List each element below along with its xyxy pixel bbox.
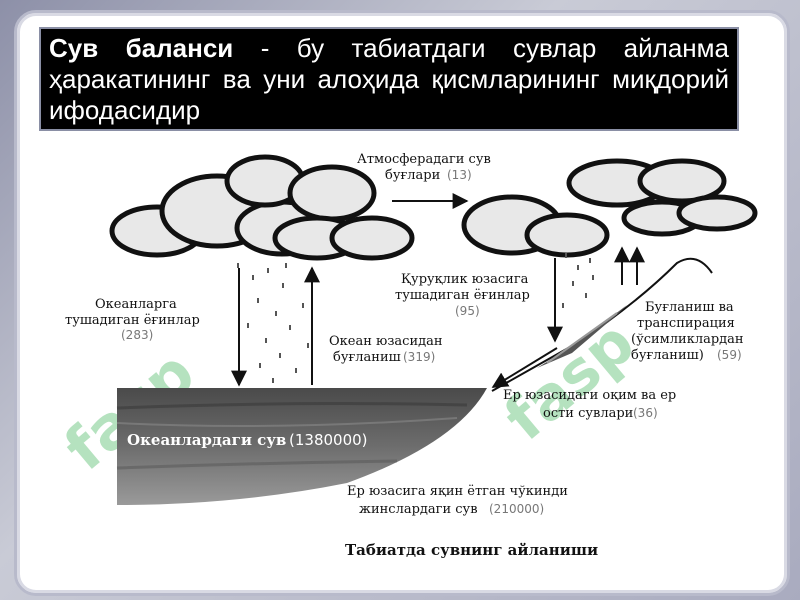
- surface-runoff-line1: Ер юзасидаги оқим ва ер: [503, 388, 676, 403]
- ocean-body: [117, 388, 487, 505]
- land-precip-line1: Қуруқлик юзасига: [401, 272, 529, 287]
- cloud-left-icon: [109, 154, 415, 261]
- groundwater-line2: жинслардаги сув: [359, 502, 478, 517]
- water-cycle-diagram: fasp fasp: [52, 152, 758, 559]
- atmosphere-vapor-line2: буғлари: [385, 168, 440, 183]
- ocean-precip-line1: Океанларга: [95, 297, 177, 312]
- evapotranspiration-line4: буғланиш): [631, 348, 704, 363]
- evapotranspiration-value: (59): [717, 348, 742, 362]
- rain-right: [562, 253, 594, 308]
- surface-runoff-line2: ости сувлари: [543, 406, 633, 421]
- ocean-evap-line2: буғланиш: [333, 350, 401, 365]
- atmosphere-vapor-line1: Атмосферадаги сув: [357, 152, 491, 167]
- ocean-precip-line2: тушадиган ёғинлар: [65, 313, 200, 328]
- ocean-precip-value: (283): [121, 328, 153, 342]
- land-precip-value: (95): [455, 304, 480, 318]
- atmosphere-vapor-value: (13): [447, 168, 472, 182]
- rain-left: [237, 263, 309, 383]
- evapotranspiration-line3: (ўсимликлардан: [631, 332, 744, 347]
- ocean-water-label: Океанлардаги сув: [127, 431, 286, 449]
- ocean-evap-line1: Океан юзасидан: [329, 334, 443, 349]
- slide-frame: Сув баланси - бу табиатдаги сувлар айлан…: [14, 10, 790, 596]
- header-definition: - бу табиатдаги сувлар айланма ҳаракатин…: [49, 33, 729, 125]
- ocean-water-value: (1380000): [289, 431, 368, 449]
- watermark-right: fasp: [492, 307, 648, 454]
- evapotranspiration-line2: транспирация: [637, 316, 735, 331]
- evapotranspiration-line1: Буғланиш ва: [645, 300, 734, 315]
- land-precip-line2: тушадиган ёғинлар: [395, 288, 530, 303]
- surface-runoff-value: (36): [633, 406, 658, 420]
- arrow-runoff: [491, 347, 558, 388]
- definition-header: Сув баланси - бу табиатдаги сувлар айлан…: [39, 27, 739, 131]
- cloud-right-icon: [461, 158, 758, 258]
- diagram-caption: Табиатда сувнинг айланиши: [345, 541, 598, 559]
- groundwater-line1: Ер юзасига яқин ётган чўкинди: [347, 484, 568, 499]
- header-term: Сув баланси: [49, 33, 234, 63]
- groundwater-value: (210000): [489, 502, 544, 516]
- ocean-evap-value: (319): [403, 350, 435, 364]
